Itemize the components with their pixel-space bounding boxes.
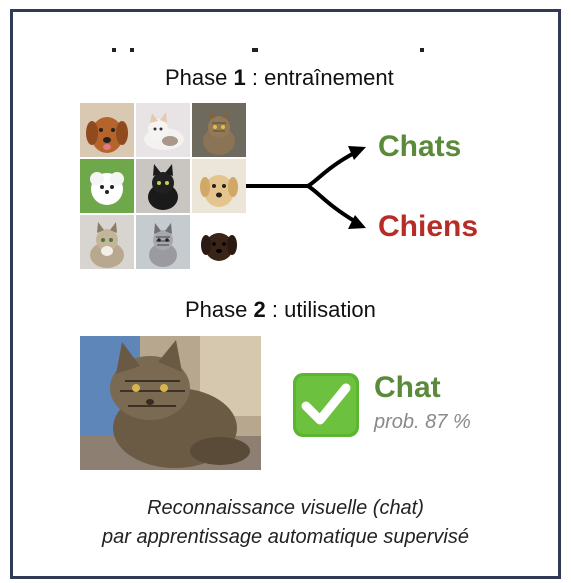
training-image-cat <box>136 215 190 269</box>
test-cat-photo <box>80 336 261 470</box>
phase-2-title: Phase 2 : utilisation <box>185 297 376 323</box>
class-label-chats: Chats <box>378 130 462 163</box>
fork-arrow-icon <box>246 146 366 229</box>
training-image-cat <box>192 103 246 157</box>
prediction-label: Chat <box>374 371 441 404</box>
caption-line-2: par apprentissage automatique supervisé <box>102 526 469 548</box>
phase-1-prefix: Phase <box>165 65 234 90</box>
prediction-probability: prob. 87 % <box>374 411 471 433</box>
figure-frame <box>10 9 561 579</box>
training-image-dog <box>80 159 134 213</box>
phase-1-title: Phase 1 : entraînement <box>165 65 394 91</box>
phase-2-suffix: : utilisation <box>265 297 376 322</box>
training-image-cat <box>80 215 134 269</box>
phase-1-suffix: : entraînement <box>245 65 394 90</box>
training-image-dog <box>192 215 246 269</box>
caption-line-1: Reconnaissance visuelle (chat) <box>147 497 424 519</box>
class-label-chiens: Chiens <box>378 210 479 243</box>
training-image-cat <box>136 159 190 213</box>
training-image-dog <box>80 103 134 157</box>
check-mark-icon <box>293 373 359 437</box>
phase-2-number: 2 <box>253 297 266 322</box>
training-image-cat <box>136 103 190 157</box>
training-image-grid <box>80 103 246 269</box>
cropped-title-remnant <box>100 40 430 52</box>
phase-2-prefix: Phase <box>185 297 254 322</box>
phase-1-number: 1 <box>233 65 246 90</box>
training-image-dog <box>192 159 246 213</box>
